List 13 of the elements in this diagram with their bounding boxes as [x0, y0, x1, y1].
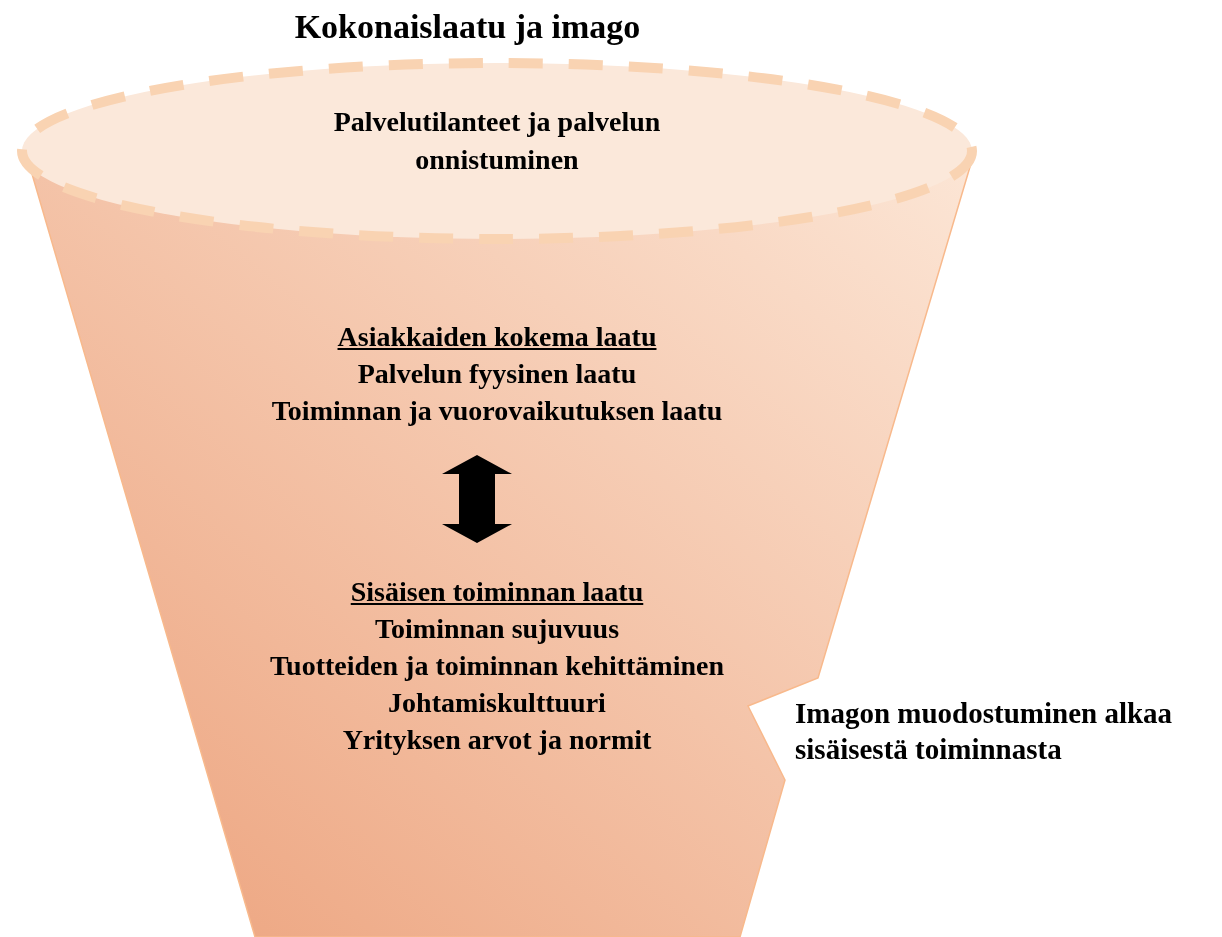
list-item: Yrityksen arvot ja normit [342, 723, 652, 757]
heading: Asiakkaiden kokema laatu [337, 320, 657, 354]
list-item: Tuotteiden ja toiminnan kehittäminen [270, 649, 724, 683]
note-text: Imagon muodostuminen alkaa sisäisestä toiminnasta [795, 696, 1174, 767]
ellipse-node [17, 58, 977, 244]
list-item: Palvelun fyysinen laatu [357, 357, 637, 391]
list-item: Toiminnan sujuvuus [374, 612, 620, 646]
double-arrow [442, 455, 512, 543]
ellipse-text: Palvelutilanteet ja palvelun onnistuminen [332, 105, 662, 177]
list-item: Toiminnan ja vuorovaikutuksen laatu [271, 394, 723, 428]
title: Kokonaislaatu ja imago [293, 8, 642, 46]
list-item: Johtamiskulttuuri [388, 686, 606, 720]
heading: Sisäisen toiminnan laatu [350, 575, 644, 609]
